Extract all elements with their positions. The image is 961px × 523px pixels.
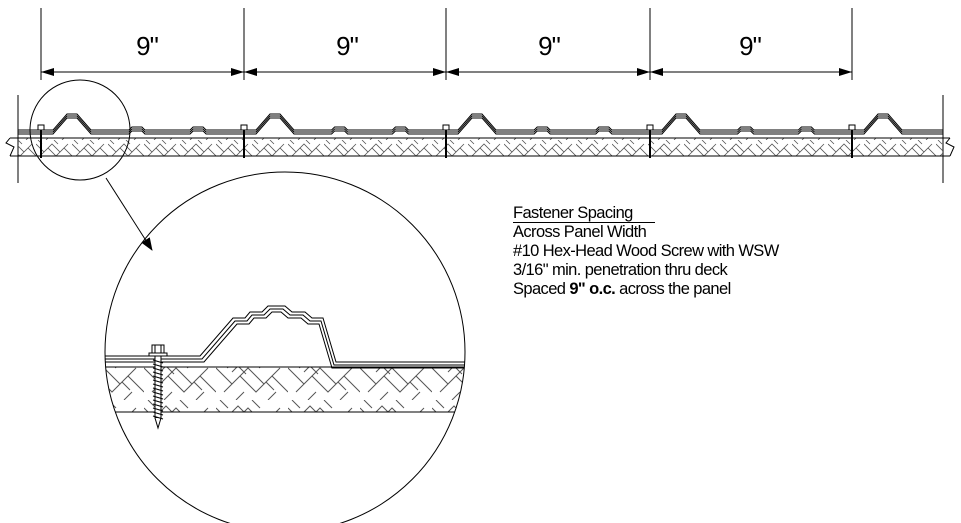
dimension-labels: 9" 9" 9" 9" <box>136 31 762 61</box>
detail-circle <box>104 171 466 523</box>
fastener-screw-icon <box>442 124 450 158</box>
callout-circle <box>29 79 131 181</box>
dimension-label-3: 9" <box>538 31 560 61</box>
notes-title: Fastener Spacing <box>513 204 655 223</box>
notes-line-1: Across Panel Width <box>513 223 647 241</box>
notes-line-2: #10 Hex-Head Wood Screw with WSW <box>513 242 779 260</box>
dimension-label-1: 9" <box>136 31 158 61</box>
fastener-screw-icon <box>37 124 45 158</box>
fastener-screw-icon <box>848 124 856 158</box>
fastener-screw-icon <box>240 124 248 158</box>
notes-line-4: Spaced 9" o.c. across the panel <box>513 280 933 299</box>
metal-panel-profile <box>18 113 943 135</box>
fastener-screw-icon <box>646 124 654 158</box>
notes-line-4-suffix: across the panel <box>615 280 731 298</box>
callout-leader-arrow <box>105 177 153 251</box>
fasteners-row <box>37 124 856 158</box>
notes-line-4-prefix: Spaced <box>513 280 570 298</box>
roof-deck <box>5 137 955 157</box>
detail-enlargement <box>104 171 466 523</box>
dimension-extension-lines <box>40 8 853 80</box>
notes-spacing-value: 9" o.c. <box>569 280 616 298</box>
fastener-notes: Fastener Spacing Across Panel Width #10 … <box>513 204 933 299</box>
notes-line-3: 3/16" min. penetration thru deck <box>513 261 728 279</box>
dimension-label-2: 9" <box>336 31 358 61</box>
hex-head-screw-icon <box>148 344 168 430</box>
dimension-label-4: 9" <box>739 31 761 61</box>
